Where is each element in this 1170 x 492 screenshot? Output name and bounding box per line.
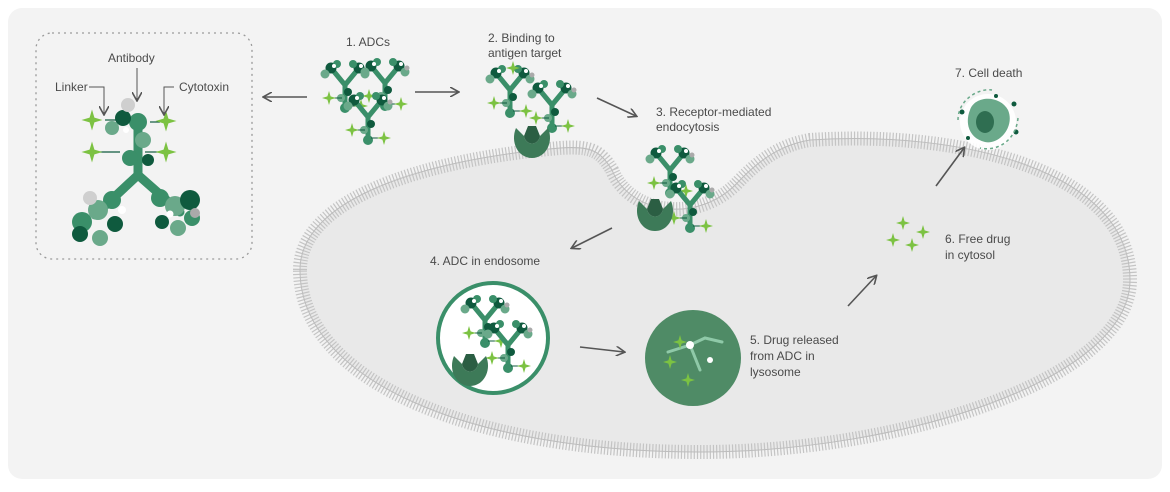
adc-detail-antibody — [72, 98, 200, 246]
step3-label-line1: 3. Receptor-mediated — [656, 105, 772, 119]
step2-label-line1: 2. Binding to — [488, 31, 555, 45]
step3-label-line2: endocytosis — [656, 120, 720, 134]
linker-label: Linker — [55, 80, 88, 94]
step5-label-line2: from ADC in — [750, 349, 815, 363]
adc-detail-panel — [35, 32, 253, 260]
step5-label-line1: 5. Drug released — [750, 333, 839, 347]
arrow-4-to-5 — [579, 347, 624, 352]
arrow-2-to-3 — [596, 97, 636, 116]
step2-label-line2: antigen target — [488, 46, 562, 60]
step6-label-line2: in cytosol — [945, 248, 996, 262]
antibody-label: Antibody — [108, 51, 155, 65]
cytotoxin-label: Cytotoxin — [179, 80, 230, 94]
step6-label-line1: 6. Free drug — [945, 232, 1011, 246]
arrow-3-to-4 — [572, 227, 613, 248]
step1-label: 1. ADCs — [346, 35, 391, 49]
step4-label: 4. ADC in endosome — [430, 254, 541, 268]
arrow-6-to-7 — [935, 148, 964, 187]
step7-cell-death-glyph — [957, 89, 1019, 150]
step4-endosome-glyph — [436, 281, 550, 395]
step5-label-line3: lysosome — [750, 365, 801, 379]
step5-lysosome-glyph — [645, 310, 741, 406]
arrow-5-to-6 — [847, 276, 876, 307]
step7-label: 7. Cell death — [955, 66, 1023, 80]
